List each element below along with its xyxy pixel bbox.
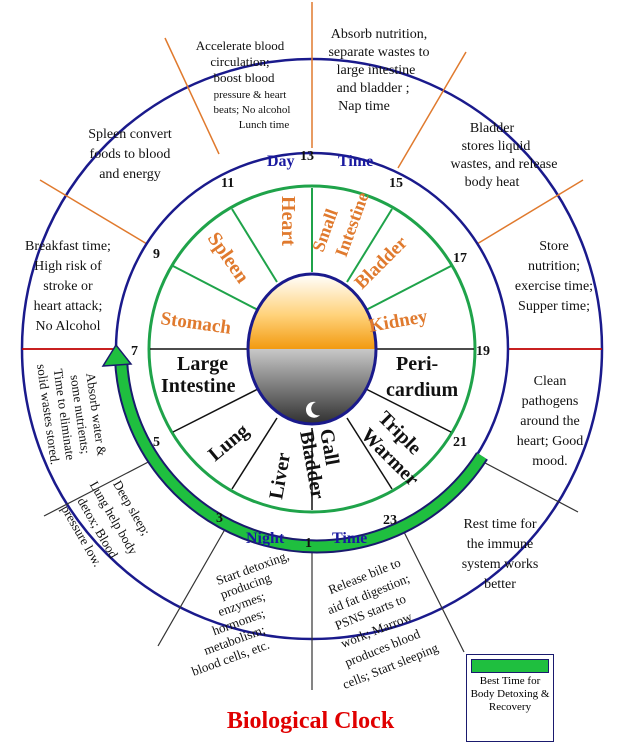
sun-icon	[248, 274, 376, 349]
day-label: Day	[267, 153, 295, 170]
desc-7-9: Breakfast time; High risk of stroke or h…	[25, 239, 111, 334]
svg-text:Absorb nutrition,: Absorb nutrition,	[331, 27, 427, 42]
hour-7: 7	[131, 344, 138, 359]
organ-pericardium-2: cardium	[386, 379, 459, 401]
svg-text:Rest time for: Rest time for	[463, 517, 536, 532]
hour-15: 15	[389, 176, 403, 191]
svg-text:nutrition;: nutrition;	[528, 259, 580, 274]
moon-icon	[248, 349, 376, 424]
hour-17: 17	[453, 251, 467, 266]
night-arrow	[116, 358, 487, 552]
hour-13: 13	[300, 149, 314, 164]
svg-text:beats; No alcohol: beats; No alcohol	[214, 104, 291, 116]
organ-heart: Heart	[277, 196, 299, 246]
svg-text:High risk of: High risk of	[34, 259, 102, 274]
svg-text:No Alcohol: No Alcohol	[36, 319, 101, 334]
legend-box: Best Time for Body Detoxing & Recovery	[466, 654, 554, 742]
hour-5: 5	[153, 435, 160, 450]
desc-17-19: Store nutrition; exercise time; Supper t…	[515, 239, 593, 314]
organ-dividers	[150, 188, 474, 510]
page-title: Biological Clock	[226, 708, 395, 734]
svg-text:large intestine: large intestine	[337, 63, 416, 78]
desc-3-5: Deep sleep; Lung help body detox; Blood …	[58, 478, 153, 570]
desc-13-15: Absorb nutrition, separate wastes to lar…	[328, 27, 429, 114]
desc-9-11: Spleen convert foods to blood and energy	[88, 127, 172, 182]
desc-11-13: Accelerate blood circulation; boost bloo…	[196, 38, 291, 131]
svg-text:Store: Store	[539, 239, 569, 254]
hour-numbers: 1 3 5 7 9 11 13 15 17 19 21 23	[131, 149, 490, 551]
hour-9: 9	[153, 247, 160, 262]
hour-23: 23	[383, 513, 397, 528]
svg-text:stroke or: stroke or	[43, 279, 93, 294]
svg-text:exercise time;: exercise time;	[515, 279, 593, 294]
night-label: Night	[246, 530, 285, 547]
svg-text:Nap time: Nap time	[338, 99, 390, 114]
desc-15-17: Bladder stores liquid wastes, and releas…	[451, 121, 558, 190]
desc-5-7: Absorb water & some nutrients; Time to e…	[34, 363, 110, 466]
svg-text:body heat: body heat	[465, 175, 520, 190]
legend-swatch	[471, 659, 549, 673]
svg-text:better: better	[484, 577, 516, 592]
svg-text:and energy: and energy	[99, 167, 161, 182]
crescent-icon	[305, 401, 320, 418]
svg-text:foods to blood: foods to blood	[90, 147, 171, 162]
svg-text:separate wastes to: separate wastes to	[328, 45, 429, 60]
night-arrow-head	[101, 343, 133, 367]
svg-text:heart; Good: heart; Good	[517, 434, 583, 449]
svg-text:Breakfast time;: Breakfast time;	[25, 239, 111, 254]
desc-21-23: Rest time for the immune system works be…	[462, 517, 539, 592]
svg-text:the immune: the immune	[467, 537, 534, 552]
svg-text:mood.: mood.	[532, 454, 567, 469]
hour-21: 21	[453, 435, 467, 450]
svg-text:pathogens: pathogens	[522, 394, 579, 409]
svg-text:circulation;: circulation;	[210, 54, 269, 69]
svg-text:Spleen convert: Spleen convert	[88, 127, 172, 142]
svg-text:Bladder: Bladder	[470, 121, 515, 136]
day-time-label: Time	[338, 153, 373, 170]
sun-moon-center	[246, 272, 378, 426]
svg-text:stores liquid: stores liquid	[462, 139, 531, 154]
svg-text:Clean: Clean	[534, 374, 567, 389]
hour-19: 19	[476, 344, 490, 359]
organ-pericardium-1: Peri-	[396, 353, 438, 375]
svg-text:heart attack;: heart attack;	[34, 299, 103, 314]
svg-text:Lunch time: Lunch time	[239, 119, 290, 131]
svg-text:system works: system works	[462, 557, 539, 572]
svg-text:Supper time;: Supper time;	[518, 299, 590, 314]
legend-label: Best Time for Body Detoxing & Recovery	[470, 675, 550, 713]
svg-text:around the: around the	[520, 414, 579, 429]
svg-text:wastes, and release: wastes, and release	[451, 157, 558, 172]
desc-19-21: Clean pathogens around the heart; Good m…	[517, 374, 583, 469]
svg-text:pressure & heart: pressure & heart	[214, 89, 287, 101]
hour-3: 3	[216, 511, 223, 526]
svg-text:Accelerate blood: Accelerate blood	[196, 38, 285, 53]
organ-large-intestine-2: Intestine	[161, 375, 236, 397]
hour-1: 1	[305, 536, 312, 551]
svg-text:boost blood: boost blood	[213, 70, 275, 85]
svg-text:and bladder ;: and bladder ;	[336, 81, 409, 96]
organ-large-intestine-1: Large	[177, 353, 228, 375]
night-time-label: Time	[332, 530, 367, 547]
hour-11: 11	[221, 176, 234, 191]
